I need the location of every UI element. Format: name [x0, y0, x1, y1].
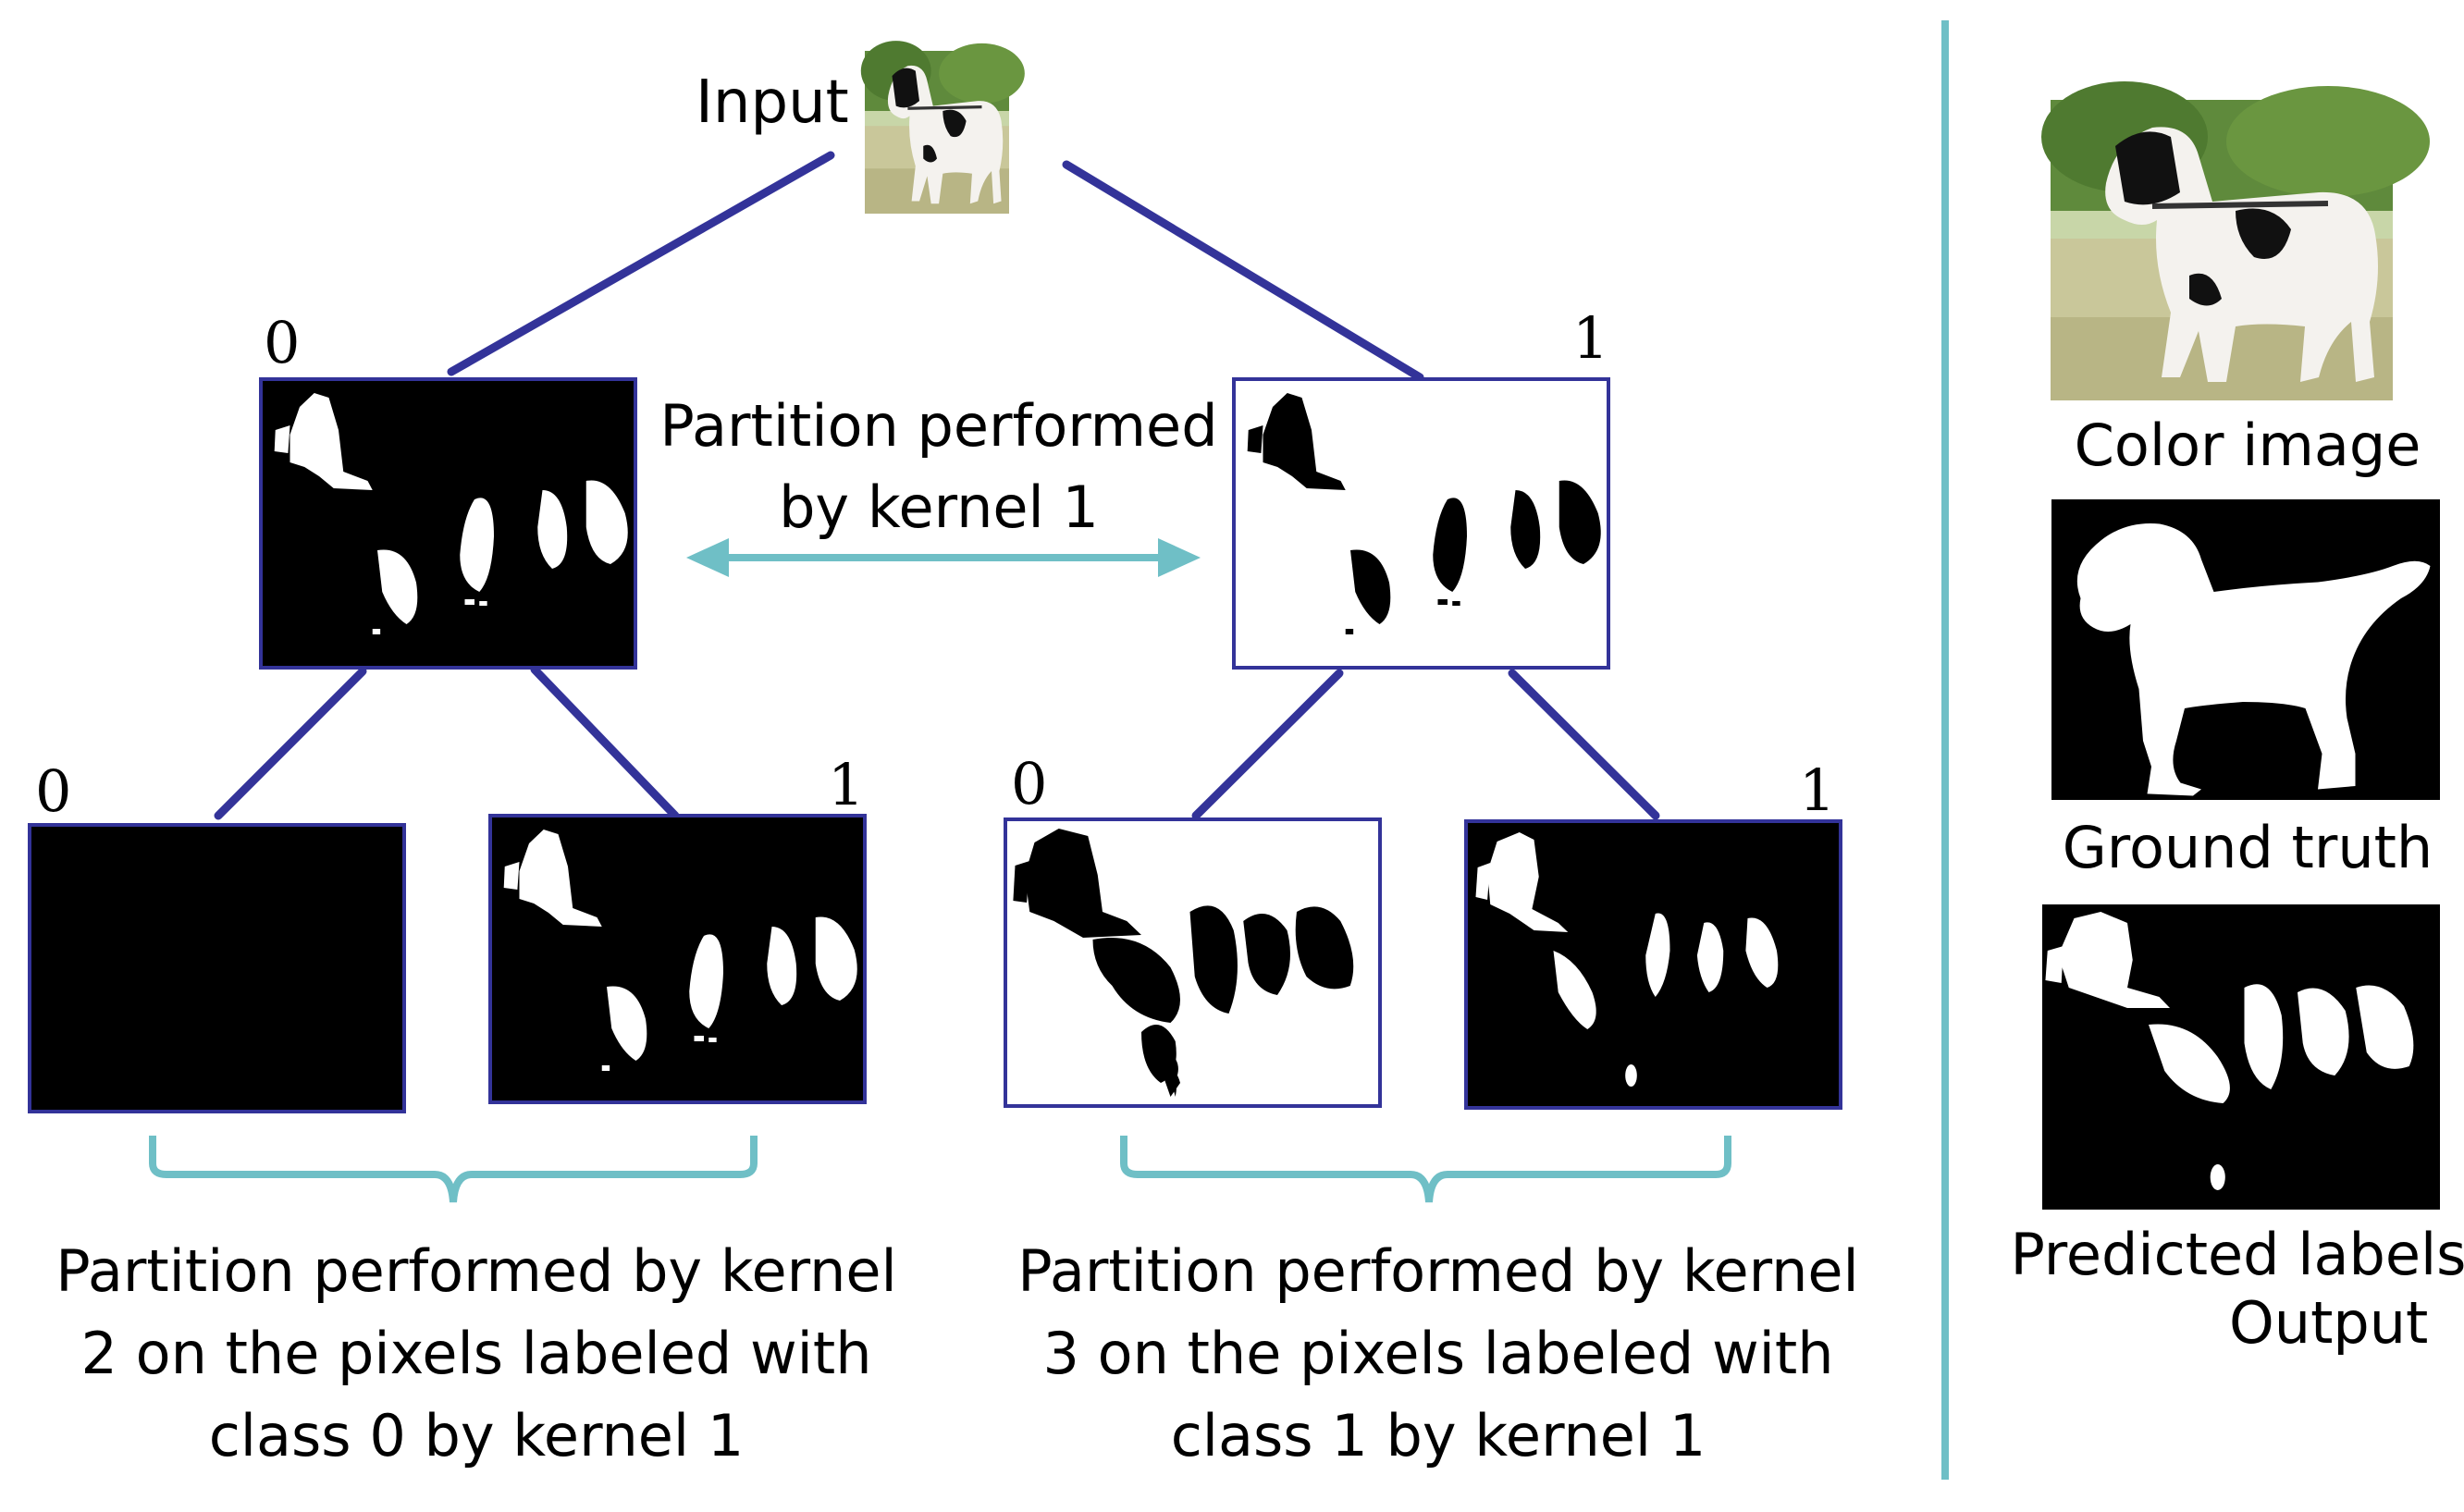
node-kernel3-class0-image — [1004, 817, 1382, 1108]
node-root-class0-image — [259, 377, 637, 670]
kernel1-caption-line1: Partition performed — [659, 392, 1218, 460]
input-image-thumbnail — [859, 39, 1027, 215]
edge-root-right — [1062, 160, 1424, 382]
kernel3-caption-line1: Partition performed by kernel — [1017, 1237, 1859, 1305]
color-image-caption: Color image — [2074, 412, 2421, 479]
kernel3-caption-line3: class 1 by kernel 1 — [1170, 1402, 1706, 1469]
predicted-labels-image — [2042, 904, 2440, 1210]
color-image — [2041, 81, 2430, 400]
output-caption: Output — [2229, 1289, 2429, 1357]
ground-truth-image — [2051, 499, 2440, 800]
kernel2-caption: Partition performed by kernel 2 on the p… — [18, 1230, 934, 1477]
kernel3-caption: Partition performed by kernel 3 on the p… — [980, 1230, 1896, 1477]
node-label-right-right: 1 — [1799, 756, 1836, 824]
node-kernel2-class0-image — [28, 823, 406, 1113]
kernel2-caption-line3: class 0 by kernel 1 — [208, 1402, 745, 1469]
node-root-class1-image — [1232, 377, 1610, 670]
kernel3-caption-line2: 3 on the pixels labeled with — [1042, 1320, 1834, 1387]
node-label-left-right: 1 — [828, 751, 865, 818]
edge-root-left — [447, 151, 835, 376]
predicted-labels-caption: Predicted labels — [2010, 1221, 2464, 1288]
ground-truth-caption: Ground truth — [2062, 814, 2433, 881]
edge-right-right — [1508, 669, 1660, 820]
brace-kernel3 — [1120, 1136, 1731, 1203]
node-label-left-left: 0 — [35, 757, 72, 825]
brace-kernel2 — [149, 1136, 758, 1203]
tree-edges — [214, 151, 1660, 820]
kernel1-caption-line2: by kernel 1 — [779, 473, 1099, 541]
node-kernel2-class1-image — [488, 814, 867, 1104]
node-label-root-right: 1 — [1572, 304, 1609, 372]
kernel1-double-arrow — [686, 538, 1201, 577]
node-label-root-left: 0 — [264, 309, 301, 376]
input-label: Input — [696, 68, 849, 137]
edge-right-left — [1191, 669, 1344, 820]
kernel2-caption-line2: 2 on the pixels labeled with — [80, 1320, 872, 1387]
kernel1-caption: Partition performed by kernel 1 — [647, 386, 1230, 548]
edge-left-left — [214, 667, 367, 820]
node-label-right-left: 0 — [1011, 750, 1048, 817]
kernel2-caption-line1: Partition performed by kernel — [55, 1237, 897, 1305]
node-kernel3-class1-image — [1464, 819, 1842, 1110]
edge-left-right — [530, 665, 680, 820]
